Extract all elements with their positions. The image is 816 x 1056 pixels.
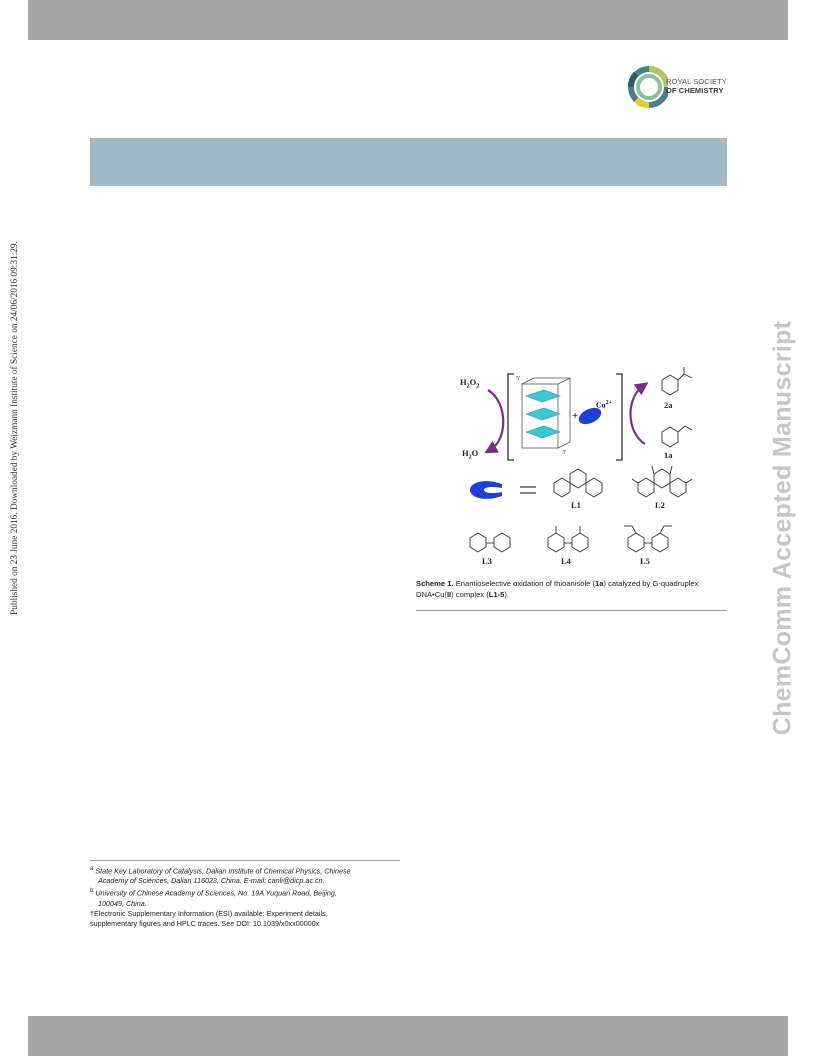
h2o2-label: H2O2 — [460, 377, 479, 390]
ligand-l3-label: L3 — [482, 556, 492, 566]
scheme-caption: Scheme 1. Enantioselective oxidation of … — [416, 578, 730, 600]
caption-divider — [416, 610, 727, 611]
caption-text-c: ) complex ( — [451, 590, 489, 599]
footnote-esi-line-2: supplementary figures and HPLC traces. S… — [90, 918, 320, 928]
footnotes: a State Key Laboratory of Catalysis, Dal… — [90, 864, 402, 929]
ligand-l5-label: L5 — [640, 556, 650, 566]
rsc-logo-icon — [628, 66, 668, 108]
publication-stamp: Published on 23 June 2016. Downloaded by… — [10, 241, 20, 615]
thioanisole-structure-1a — [661, 425, 693, 448]
caption-bold-ligands: L1-5 — [488, 590, 505, 599]
ligand-l1-structure — [553, 468, 603, 498]
footnote-esi: †Electronic Supplementary Information (E… — [90, 909, 402, 929]
g-quadruplex — [521, 377, 571, 449]
footnote-a-line-2: Academy of Sciences, Dalian 116023, Chin… — [98, 876, 325, 886]
footnote-b: b University of Chinese Academy of Scien… — [90, 886, 402, 908]
ligand-l3-structure — [469, 532, 511, 553]
five-prime-label: 5' — [516, 376, 521, 382]
caption-bold-ii: II — [446, 590, 452, 599]
ligand-l2-structure — [631, 465, 693, 498]
footnote-b-line-1: University of Chinese Academy of Science… — [95, 888, 337, 898]
caption-bold-1a: 1a — [595, 579, 604, 588]
caption-text-b: ) catalyzed by G-quadruplex DNA•Cu( — [416, 579, 699, 599]
footnote-a: a State Key Laboratory of Catalysis, Dal… — [90, 864, 402, 886]
ligand-l5-structure — [624, 525, 672, 553]
right-bracket — [616, 373, 623, 461]
h2o-label: H2O — [462, 448, 479, 461]
footnote-b-mark: b — [90, 888, 94, 895]
scheme-1-figure: H2O2 H2O 5' 3' + Cu2+ 2a 1a L1 L2 L3 L4 … — [440, 362, 740, 584]
oxidant-arrow — [484, 389, 505, 454]
cu-label: Cu2+ — [596, 400, 613, 410]
ligand-symbol-icon — [470, 481, 502, 499]
caption-label: Scheme 1. — [416, 579, 454, 588]
rsc-logo: ROYAL SOCIETY OF CHEMISTRY — [628, 56, 732, 118]
footnote-a-line-1: State Key Laboratory of Catalysis, Dalia… — [95, 866, 351, 876]
left-bracket — [507, 373, 514, 461]
accepted-manuscript-watermark: ChemComm Accepted Manuscript — [768, 320, 797, 736]
bottom-footer-bar — [28, 1016, 788, 1056]
scheme-drawing — [469, 367, 693, 553]
caption-text-a: Enantioselective oxidation of thioanisol… — [453, 579, 595, 588]
title-band — [90, 138, 727, 186]
ligand-l4-label: L4 — [561, 556, 571, 566]
caption-text-d: ). — [504, 590, 509, 599]
footnote-divider — [90, 860, 400, 861]
product-arrow — [629, 382, 649, 445]
ligand-l1-label: L1 — [571, 500, 581, 510]
ligand-l2-label: L2 — [655, 500, 665, 510]
product-2a-label: 2a — [664, 400, 673, 410]
three-prime-label: 3' — [562, 450, 567, 456]
footnote-esi-line-1: †Electronic Supplementary Information (E… — [90, 908, 328, 918]
cu-complex-blob — [578, 407, 602, 425]
ligand-l4-structure — [547, 526, 589, 553]
product-1a-label: 1a — [664, 450, 673, 460]
sulfoxide-structure-2a — [661, 367, 693, 396]
logo-line-1: ROYAL SOCIETY — [666, 77, 727, 86]
h2o2-text: H2O2 — [460, 377, 480, 390]
top-header-bar — [28, 0, 788, 40]
logo-line-2: OF CHEMISTRY — [666, 86, 724, 95]
footnote-a-mark: a — [90, 866, 94, 872]
plus-sign: + — [572, 410, 579, 422]
footnote-b-line-2: 100049, China. — [98, 898, 147, 908]
